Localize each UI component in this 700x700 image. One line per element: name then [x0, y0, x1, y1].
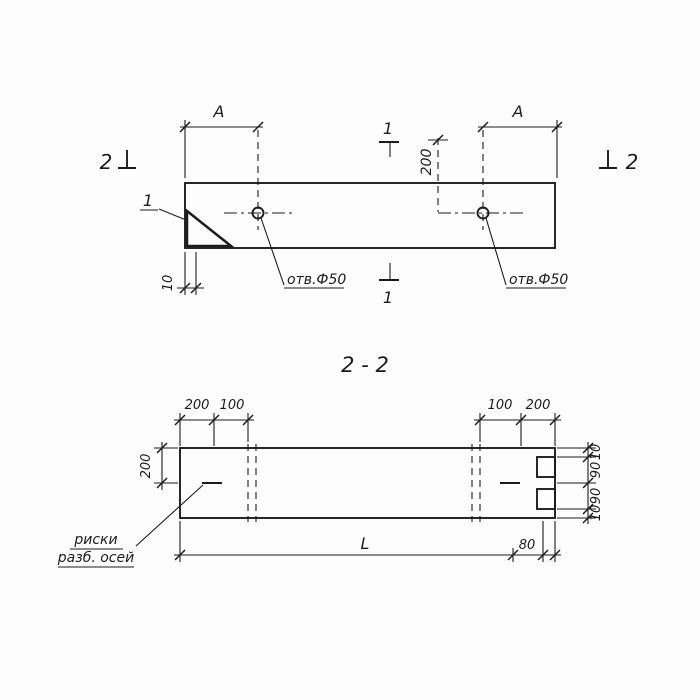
dim-a-right-tick1	[477, 121, 489, 133]
dim-80-label: 80	[519, 538, 536, 553]
dim-90-upper-label: 90	[589, 462, 604, 479]
axes-note-line1: риски	[73, 532, 117, 548]
dim-a-left-tick1	[179, 121, 191, 133]
section1-top-label: 1	[383, 119, 393, 138]
plan-view: 1 200 A A 1 1 2	[100, 102, 639, 307]
section-title: 2 - 2	[341, 353, 389, 377]
dim-tl-tick1	[174, 414, 186, 426]
dim-200-tick	[432, 134, 444, 146]
section2-left-label: 2	[100, 150, 113, 174]
hole-right-leader	[485, 217, 507, 286]
hole-left-leader	[260, 217, 285, 286]
dim-chain-tick3	[582, 477, 594, 489]
dim-90-lower-label: 90	[589, 488, 604, 505]
dim-h200-tick2	[156, 477, 168, 489]
dim-100-top-right-label: 100	[488, 398, 513, 413]
dim-tl-tick3	[242, 414, 254, 426]
dim-10-label: 10	[161, 275, 176, 292]
dim-chain-tick2	[582, 451, 594, 463]
dim-a-right-label: A	[512, 102, 524, 121]
section-beam-outline	[179, 447, 556, 519]
dim-L-tick1	[174, 549, 186, 561]
section2-right-label: 2	[626, 150, 639, 174]
socket-lower	[536, 488, 556, 510]
dim-10-bottom-label: 10	[589, 505, 604, 522]
hole-left-label: отв.Ф50	[287, 272, 346, 288]
dim-tl-tick2	[208, 414, 220, 426]
dim-10-tick2	[190, 282, 202, 294]
axes-note-line2: разб. осей	[57, 550, 134, 566]
detail-leader-line	[158, 208, 187, 221]
plan-beam-outline	[184, 182, 556, 249]
section1-bottom-label: 1	[383, 288, 393, 307]
dim-h200-tick1	[156, 442, 168, 454]
dim-200-top-left-label: 200	[185, 398, 210, 413]
dim-chain-tick1	[582, 442, 594, 454]
dim-L-tick2	[549, 549, 561, 561]
axes-note-leader	[135, 484, 204, 547]
dim-a-right-tick2	[551, 121, 563, 133]
dim-tr-tick2	[515, 414, 527, 426]
dim-10-tick1	[179, 282, 191, 294]
socket-upper	[536, 456, 556, 478]
dim-length-label: L	[361, 534, 370, 553]
dim-200-top-right-label: 200	[526, 398, 551, 413]
dim-a-left-label: A	[213, 102, 225, 121]
dim-tr-tick3	[549, 414, 561, 426]
dim-tr-tick1	[474, 414, 486, 426]
dim-80-tick2	[537, 549, 549, 561]
detail-mark-label: 1	[143, 191, 153, 210]
dim-80-tick1	[507, 549, 519, 561]
hole-right-label: отв.Ф50	[509, 272, 568, 288]
dim-a-left-tick2	[252, 121, 264, 133]
dim-100-top-left-label: 100	[220, 398, 245, 413]
section-view: 2 - 2 200 100 100 200	[57, 353, 604, 568]
dim-chain-tick4	[582, 503, 594, 515]
dim-height-200-label: 200	[139, 454, 154, 479]
plan-corner-gusset	[185, 208, 235, 248]
dim-chain-tick5	[582, 512, 594, 524]
dim-200-label: 200	[419, 149, 435, 176]
dim-10-top-label: 10	[589, 444, 604, 461]
